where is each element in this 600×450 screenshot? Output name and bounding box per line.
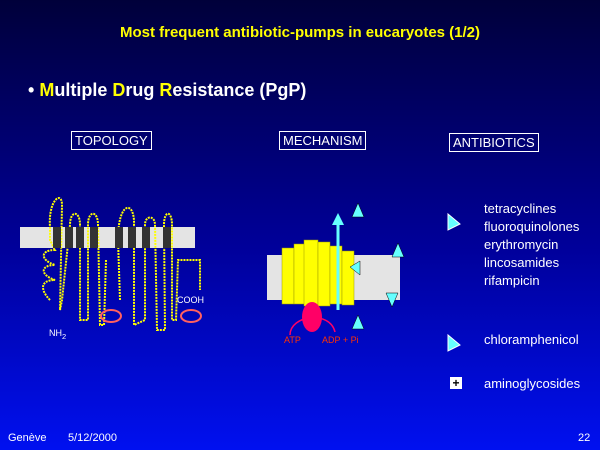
atp-hydrolysis-arrow	[289, 317, 336, 336]
mechanism-header: MECHANISM	[279, 131, 367, 150]
antibiotic-item: erythromycin	[484, 237, 559, 252]
antibiotic-item: tetracyclines	[484, 201, 557, 216]
bullet-part: esistance (PgP)	[172, 80, 307, 100]
atp-binding-site	[180, 309, 202, 323]
antibiotic-list-1: tetracyclines fluoroquinolones erythromy…	[484, 200, 579, 290]
cooh-label: COOH	[177, 295, 204, 305]
page-number: 22	[578, 432, 591, 444]
bullet-heading: • Multiple Drug Resistance (PgP)	[28, 80, 306, 101]
antibiotics-header: ANTIBIOTICS	[449, 133, 539, 152]
plus-icon: +	[450, 377, 462, 389]
pgp-transporter	[281, 239, 355, 307]
antibiotic-chloramphenicol: chloramphenicol	[484, 332, 579, 347]
mechanism-diagram	[267, 202, 405, 336]
arrow-head	[332, 213, 344, 225]
slide-title: Most frequent antibiotic-pumps in eucary…	[119, 24, 481, 41]
footer-date: 5/12/2000	[68, 432, 117, 444]
drug-molecules	[349, 202, 405, 330]
drug-triangle-icon	[447, 212, 461, 231]
adp-label: ADP + Pi	[322, 335, 359, 345]
bullet-part: ultiple	[54, 80, 113, 100]
bullet-part: R	[159, 80, 173, 100]
atp-binding-site	[100, 309, 122, 323]
bullet-part: M	[39, 80, 55, 100]
protein-chain	[42, 197, 201, 331]
antibiotic-item: lincosamides	[484, 255, 560, 270]
antibiotic-item: fluoroquinolones	[484, 219, 580, 234]
nh2-label: NH2	[49, 328, 67, 341]
bullet-part: rug	[125, 80, 160, 100]
membrane	[20, 227, 195, 248]
atp-label: ATP	[284, 335, 301, 345]
bullet-marker: •	[28, 80, 35, 100]
transmembrane-segments	[53, 227, 171, 248]
footer-location: Genève	[8, 432, 47, 444]
antibiotic-aminoglycosides: aminoglycosides	[484, 376, 581, 391]
drug-triangle-icon	[447, 333, 461, 352]
bullet-part: D	[112, 80, 126, 100]
topology-diagram	[20, 197, 202, 331]
topology-header: TOPOLOGY	[71, 131, 152, 150]
antibiotic-item: rifampicin	[484, 273, 540, 288]
